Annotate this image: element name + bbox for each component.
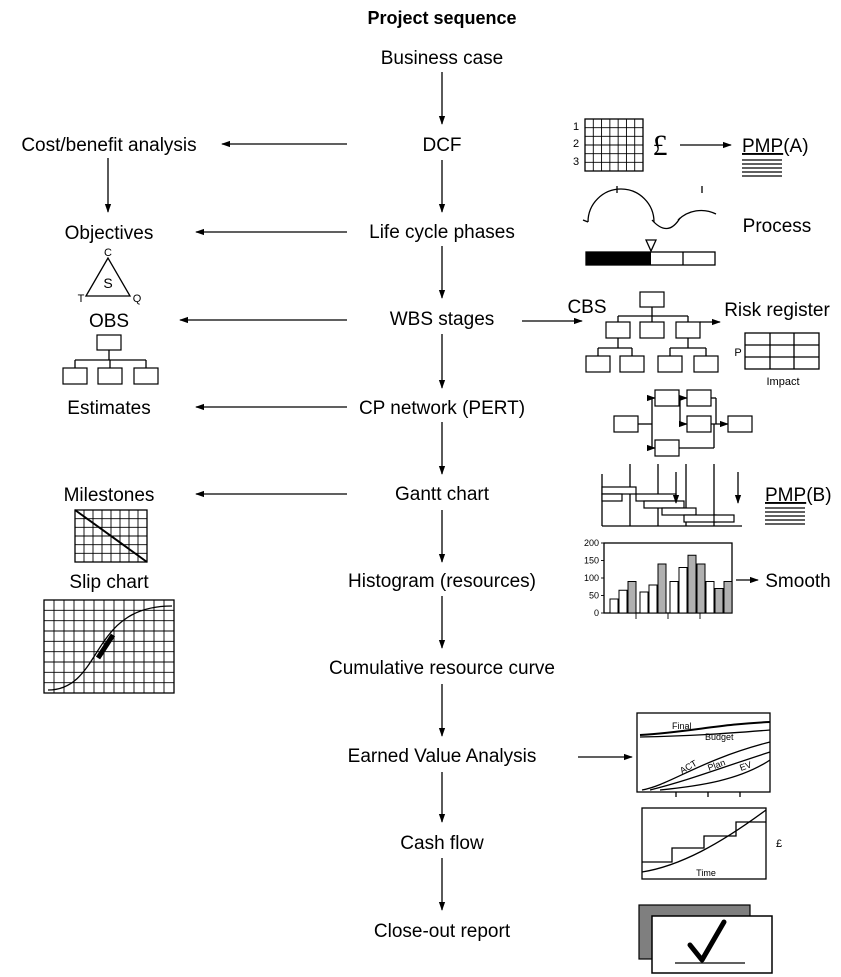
cash-time-label: Time: [696, 868, 716, 878]
estimates-label: Estimates: [67, 398, 150, 419]
step-cash-flow: Cash flow: [400, 833, 484, 854]
pmp-a-prefix: PMP: [742, 136, 783, 157]
cbs-tree-icon: [585, 291, 721, 373]
histogram-bar: [648, 584, 658, 614]
histogram-ytick-label: 150: [584, 556, 599, 566]
pmp-a-lines-icon: [742, 159, 782, 177]
svg-text:PMP(B): PMP(B): [765, 485, 832, 506]
step-dcf: DCF: [422, 135, 461, 156]
ev-budget-curve: [639, 729, 771, 738]
objectives-label: Objectives: [65, 223, 154, 244]
histogram-bar: [687, 554, 697, 614]
histogram-chart: 0 50 100 150 200: [584, 538, 733, 619]
cp-network-icon: [613, 389, 753, 457]
histogram-bar: [723, 581, 733, 614]
triangle-left-label: T: [78, 293, 85, 305]
risk-register-label: Risk register: [724, 300, 830, 321]
pmp-b-prefix: PMP: [765, 485, 806, 506]
risk-impact-label: Impact: [766, 376, 799, 388]
main-arrows: [104, 72, 633, 911]
step-close-out-report: Close-out report: [374, 921, 511, 942]
svg-text:PMP(A): PMP(A): [742, 136, 809, 157]
smooth-label: Smooth: [765, 571, 830, 592]
histogram-bar: [657, 563, 667, 614]
ev-ev-curve: [659, 759, 771, 791]
ev-budget-label: Budget: [705, 732, 734, 742]
dcf-grid-icon: 1 2 3: [573, 118, 644, 172]
step-wbs-stages: WBS stages: [390, 309, 495, 330]
histogram-ytick-label: 50: [589, 591, 599, 601]
cash-curve: [641, 809, 767, 873]
risk-p-label: P: [734, 347, 741, 359]
right-column: 1 2 3 £ PMP(A): [567, 118, 832, 974]
process-label: Process: [743, 216, 812, 237]
step-cumulative-resource-curve: Cumulative resource curve: [329, 658, 555, 679]
dcf-row-1: 1: [573, 121, 579, 133]
step-business-case: Business case: [381, 48, 504, 69]
pmp-b-lines-icon: [765, 507, 805, 525]
histogram-bar: [609, 598, 619, 614]
slip-chart-label: Slip chart: [69, 572, 149, 593]
obs-label: OBS: [89, 311, 129, 332]
ev-plan-label: Plan: [706, 757, 726, 773]
step-cp-network: CP network (PERT): [359, 398, 525, 419]
histogram-bar: [714, 588, 724, 614]
histogram-bar: [696, 563, 706, 614]
dcf-row-3: 3: [573, 156, 579, 168]
cash-flow-chart-icon: £ Time: [641, 807, 782, 880]
cash-pound-label: £: [776, 838, 782, 850]
pmp-b-group: PMP(B): [765, 485, 832, 525]
ev-plan-curve: [649, 751, 771, 791]
histogram-bar: [639, 591, 649, 614]
step-life-cycle-phases: Life cycle phases: [369, 222, 515, 243]
triangle-icon: C S T Q: [78, 247, 142, 305]
triangle-right-label: Q: [133, 293, 142, 305]
histogram-bar: [627, 581, 637, 614]
slip-chart-icon: [43, 599, 175, 694]
diagram-title: Project sequence: [367, 8, 516, 28]
ev-final-label: Final: [672, 721, 692, 731]
milestone-chart-icon: [74, 509, 148, 563]
step-gantt-chart: Gantt chart: [395, 484, 490, 505]
risk-register-table-icon: P Impact: [734, 332, 820, 388]
ev-act-curve: [641, 741, 771, 791]
main-steps: Business case DCF Life cycle phases WBS …: [329, 48, 555, 942]
slip-marker: [95, 633, 116, 660]
process-progress-fill: [586, 252, 651, 265]
ev-final-curve: [639, 721, 771, 736]
checkmark-icon: [687, 919, 727, 963]
histogram-bar: [678, 567, 688, 614]
histogram-ytick-label: 200: [584, 538, 599, 548]
histogram-bar: [618, 589, 628, 614]
step-earned-value-analysis: Earned Value Analysis: [348, 746, 537, 767]
cash-step-line: [642, 821, 766, 863]
pmp-b-suffix: (B): [806, 485, 831, 506]
pmp-a-group: PMP(A): [742, 136, 809, 177]
pmp-a-suffix: (A): [783, 136, 808, 157]
left-column: Cost/benefit analysis Objectives C S T Q…: [21, 135, 197, 694]
histogram-bar: [669, 581, 679, 614]
triangle-center-label: S: [103, 275, 112, 291]
ev-act-label: ACT: [678, 758, 699, 776]
dcf-row-2: 2: [573, 138, 579, 150]
cbs-label: CBS: [567, 297, 606, 318]
ev-ev-label: EV: [738, 759, 753, 773]
histogram-ytick-label: 100: [584, 573, 599, 583]
obs-org-chart-icon: [62, 334, 159, 385]
milestones-label: Milestones: [64, 485, 155, 506]
process-cycle-icon: [582, 186, 717, 266]
gantt-chart-icon: [601, 464, 742, 527]
pound-symbol: £: [653, 129, 668, 162]
histogram-bar: [705, 581, 715, 614]
earned-value-chart-icon: Final Budget ACT Plan EV: [636, 712, 771, 797]
histogram-ytick-label: 0: [594, 608, 599, 618]
cost-benefit-label: Cost/benefit analysis: [21, 135, 196, 156]
close-out-report-icon: [638, 904, 773, 974]
step-histogram: Histogram (resources): [348, 571, 536, 592]
triangle-top-label: C: [104, 247, 112, 259]
